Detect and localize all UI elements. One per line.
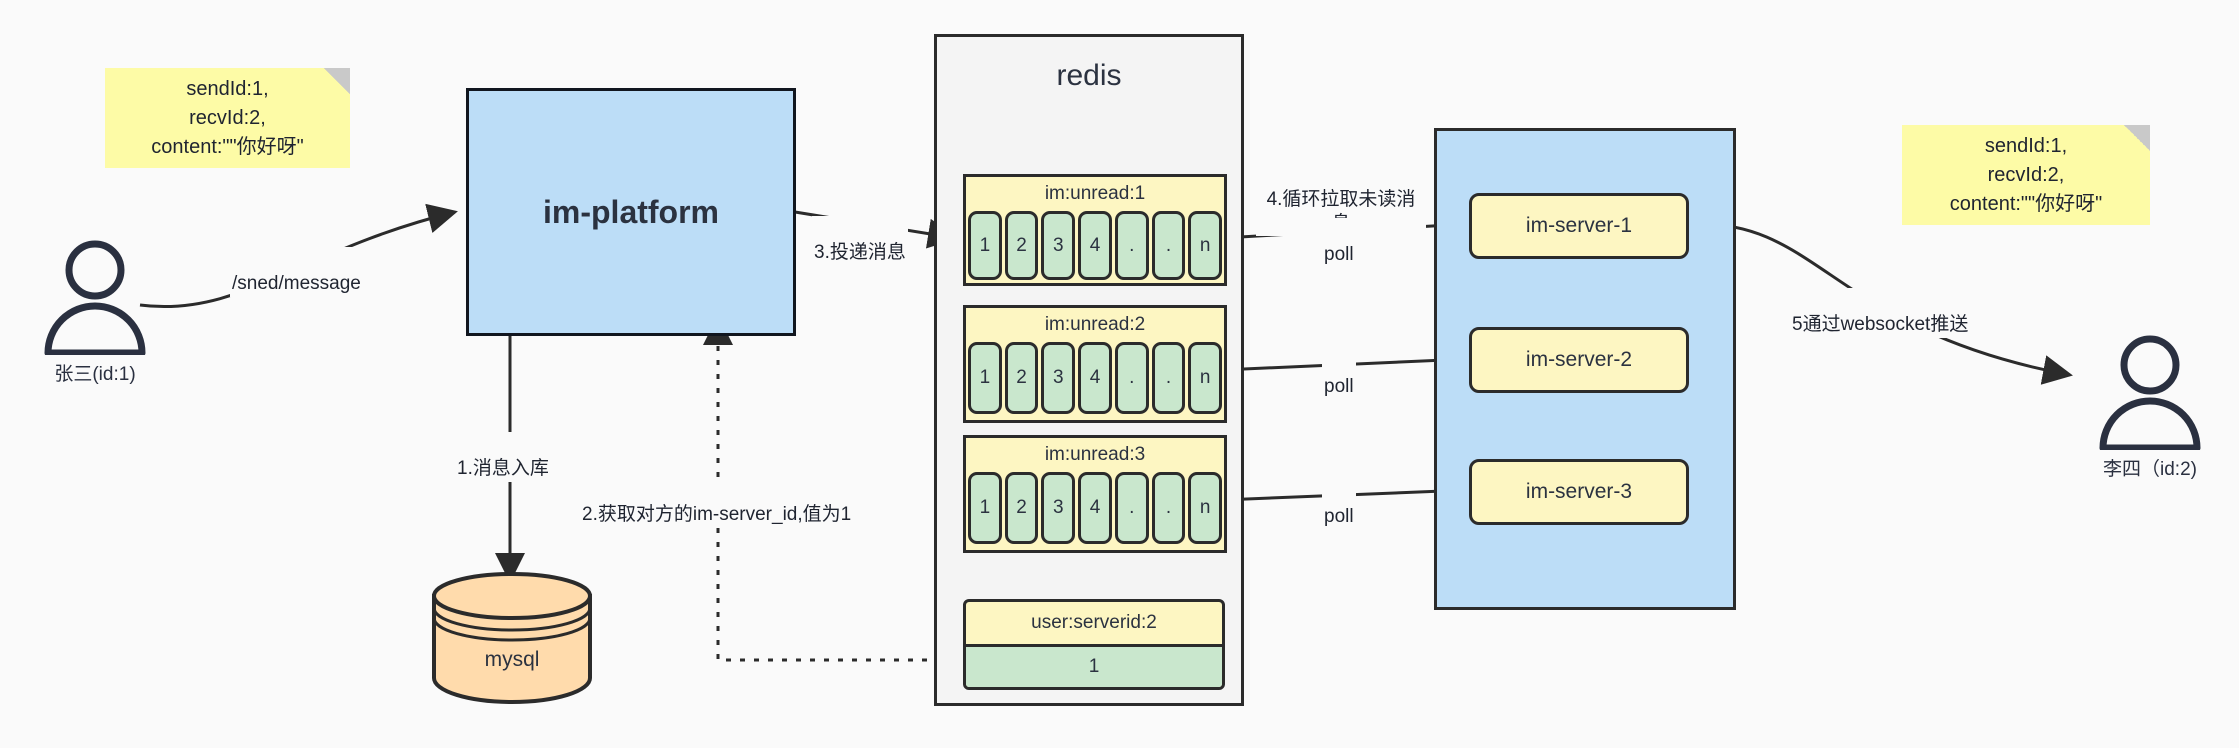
node-im-server-1[interactable]: im-server-1 — [1469, 193, 1689, 259]
edge-label-poll-1: poll — [1322, 218, 1356, 268]
redis-cell[interactable]: 3 — [1041, 211, 1076, 280]
redis-cell[interactable]: 4 — [1078, 472, 1112, 544]
redis-key-group-3[interactable]: im:unread:3 1 2 3 4 . . n — [963, 435, 1227, 553]
note-receiver-payload: sendId:1, recvId:2, content:""你好呀" — [1902, 125, 2150, 225]
redis-cell[interactable]: . — [1151, 472, 1186, 544]
user-icon — [2099, 335, 2201, 450]
node-im-server-1-label: im-server-1 — [1525, 214, 1633, 237]
redis-key-label-1: im:unread:1 — [1044, 183, 1146, 204]
actor-receiver: 李四（id:2) — [2090, 330, 2210, 480]
redis-kv-value: 1 — [966, 644, 1222, 687]
redis-kv-key-label: user:serverid:2 — [1031, 612, 1157, 633]
redis-cell[interactable]: 1 — [968, 472, 1002, 544]
redis-cell[interactable]: 1 — [968, 342, 1002, 414]
redis-cells-3: 1 2 3 4 . . n — [966, 472, 1224, 544]
redis-cell[interactable]: n — [1188, 342, 1223, 414]
note-fold-corner — [324, 68, 350, 94]
redis-cell[interactable]: 2 — [1004, 342, 1039, 414]
edge-label-send-message: /sned/message — [230, 247, 363, 297]
node-mysql[interactable]: mysql — [428, 570, 596, 705]
redis-cell[interactable]: . — [1151, 211, 1186, 280]
actor-sender: 张三(id:1) — [35, 235, 155, 385]
redis-cell[interactable]: n — [1188, 211, 1223, 280]
database-cylinder-icon — [432, 572, 592, 704]
redis-cell[interactable]: 3 — [1041, 342, 1076, 414]
node-mysql-label: mysql — [484, 648, 540, 671]
redis-cell[interactable]: 1 — [968, 211, 1002, 280]
redis-cell[interactable]: . — [1151, 342, 1186, 414]
redis-cells-2: 1 2 3 4 . . n — [966, 342, 1224, 414]
node-im-platform-label: im-platform — [543, 193, 719, 230]
actor-sender-label: 张三(id:1) — [54, 364, 136, 385]
redis-cell[interactable]: n — [1188, 472, 1223, 544]
edge-label-websocket-push: 5通过websocket推送 — [1790, 288, 1971, 338]
redis-cell[interactable]: 4 — [1078, 342, 1112, 414]
edge-label-deliver-message: 3.投递消息 — [812, 216, 908, 266]
redis-cell[interactable]: 4 — [1078, 211, 1112, 280]
node-im-server-2[interactable]: im-server-2 — [1469, 327, 1689, 393]
redis-key-group-2[interactable]: im:unread:2 1 2 3 4 . . n — [963, 305, 1227, 423]
node-im-platform[interactable]: im-platform — [466, 88, 796, 336]
redis-key-label-3: im:unread:3 — [1044, 444, 1146, 465]
redis-cell[interactable]: . — [1114, 211, 1149, 280]
redis-cell[interactable]: . — [1114, 472, 1149, 544]
redis-kv-user-serverid[interactable]: user:serverid:2 1 — [963, 599, 1225, 690]
node-im-server-3[interactable]: im-server-3 — [1469, 459, 1689, 525]
redis-cell[interactable]: . — [1114, 342, 1149, 414]
note-sender-payload: sendId:1, recvId:2, content:""你好呀" — [105, 68, 350, 168]
node-im-server-group: im-server-1 im-server-2 im-server-3 — [1434, 128, 1736, 610]
redis-key-group-1[interactable]: im:unread:1 1 2 3 4 . . n — [963, 174, 1227, 286]
note-fold-corner — [2124, 125, 2150, 151]
note-receiver-payload-text: sendId:1, recvId:2, content:""你好呀" — [1949, 134, 2103, 215]
redis-cell[interactable]: 2 — [1004, 211, 1039, 280]
redis-cell[interactable]: 3 — [1041, 472, 1076, 544]
redis-cells-1: 1 2 3 4 . . n — [966, 211, 1224, 280]
note-sender-payload-text: sendId:1, recvId:2, content:""你好呀" — [151, 77, 304, 158]
edge-label-poll-3: poll — [1322, 480, 1356, 530]
redis-key-label-2: im:unread:2 — [1044, 314, 1146, 335]
redis-title: redis — [1056, 59, 1122, 92]
edge-label-poll-2: poll — [1322, 350, 1356, 400]
actor-receiver-label: 李四（id:2) — [2103, 459, 2197, 480]
node-redis: redis im:unread:1 1 2 3 4 . . n im:unrea… — [934, 34, 1244, 706]
edge-label-store-message: 1.消息入库 — [455, 432, 551, 482]
node-im-server-3-label: im-server-3 — [1525, 480, 1633, 503]
user-icon — [44, 240, 146, 355]
node-im-server-2-label: im-server-2 — [1525, 348, 1633, 371]
redis-cell[interactable]: 2 — [1004, 472, 1039, 544]
edge-label-fetch-serverid: 2.获取对方的im-server_id,值为1 — [580, 478, 854, 528]
